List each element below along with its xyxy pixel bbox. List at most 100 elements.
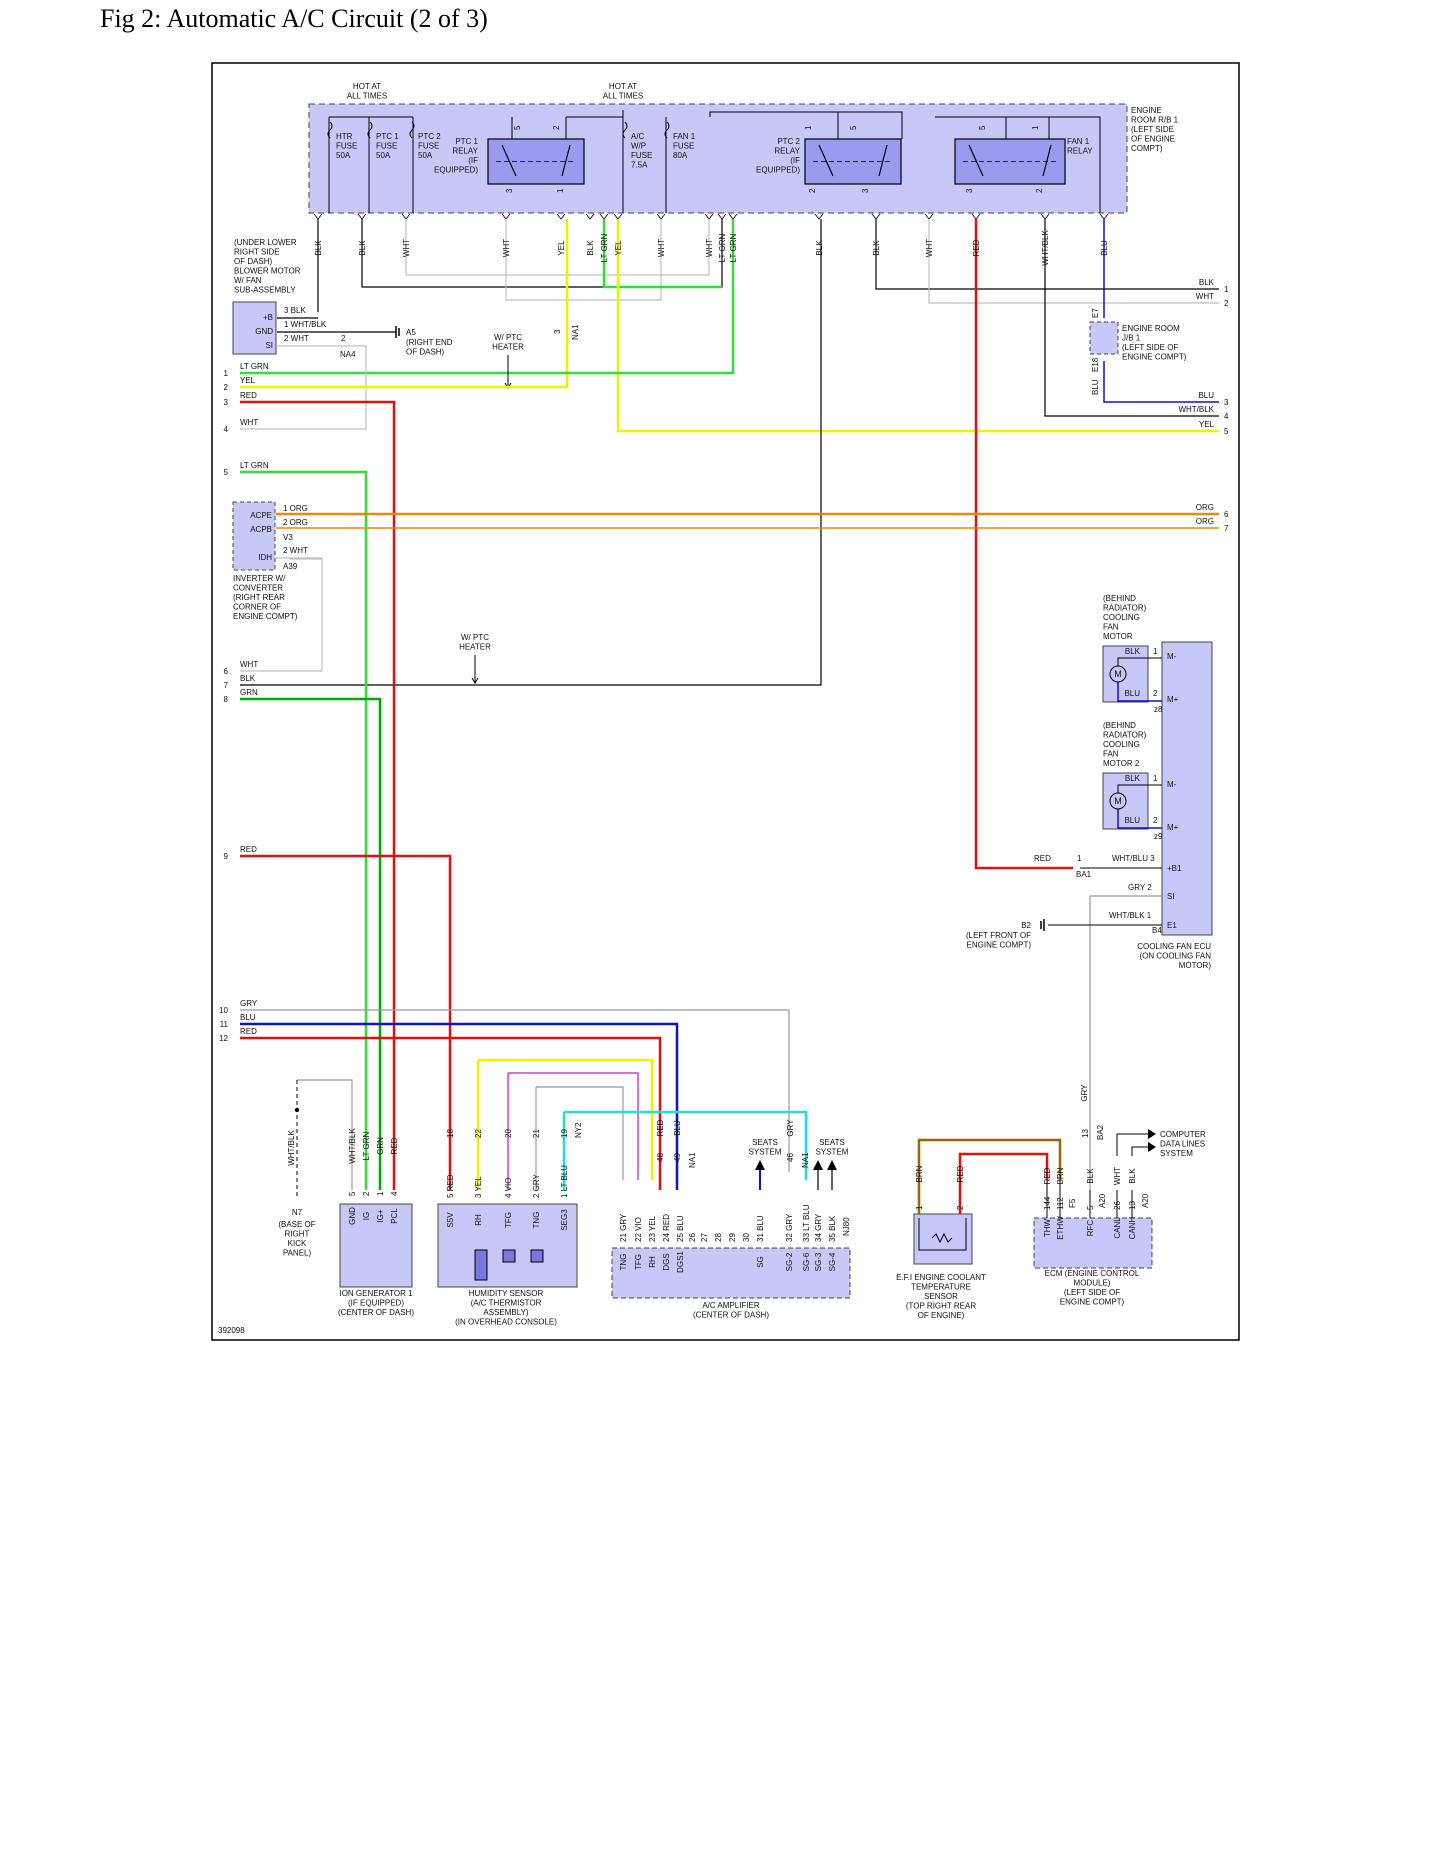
left-row-number: 5 xyxy=(224,468,229,477)
label: RED xyxy=(1034,854,1051,863)
wire-red xyxy=(958,1152,1049,1214)
label: W/ PTC xyxy=(461,633,489,642)
conn-ba2: BA2 xyxy=(1096,1124,1105,1140)
ecm-pin: RFC xyxy=(1086,1220,1095,1237)
label: 3 xyxy=(553,329,562,334)
thermistor xyxy=(530,1249,544,1263)
label: (LEFT SIDE xyxy=(1131,125,1174,134)
label: 48 xyxy=(656,1153,665,1162)
label: MOTOR 2 xyxy=(1103,759,1140,768)
label: z9 xyxy=(1154,832,1163,841)
jb-conn: E7 xyxy=(1091,308,1100,318)
label: COMPUTER xyxy=(1160,1130,1206,1139)
wire-grn xyxy=(240,697,382,1190)
label: BLOWER MOTOR xyxy=(234,267,301,276)
right-row-label: YEL xyxy=(1199,420,1215,429)
wire-yel xyxy=(476,1058,654,1190)
label: OF ENGINE) xyxy=(918,1311,965,1320)
label: 46 xyxy=(786,1153,795,1162)
label: z8 xyxy=(1154,705,1163,714)
label: 2 xyxy=(1153,689,1158,698)
conn-ba1: BA1 xyxy=(1076,870,1092,879)
left-row-number: 3 xyxy=(224,398,229,407)
ecu-pin: M- xyxy=(1167,780,1177,789)
connector-chevron xyxy=(401,213,411,220)
label: (IF EQUIPPED) xyxy=(348,1299,404,1308)
label: SEATS xyxy=(819,1138,845,1147)
label: 3 BLK xyxy=(284,306,306,315)
label: HTR xyxy=(336,132,353,141)
right-row-number: 5 xyxy=(1224,427,1229,436)
wire-label: YEL xyxy=(614,240,623,256)
amp-row: 29 xyxy=(728,1233,737,1242)
label: GRY xyxy=(1080,1084,1089,1102)
label: 49 xyxy=(673,1153,682,1162)
label: V3 xyxy=(283,533,293,542)
wire-blk xyxy=(1044,219,1219,417)
label: (CENTER OF DASH) xyxy=(338,1308,414,1317)
label: FAN xyxy=(1103,750,1119,759)
left-row-label: BLU xyxy=(240,1013,256,1022)
bus xyxy=(511,112,1101,213)
wire-wht xyxy=(240,558,323,672)
wire-red xyxy=(974,219,1073,870)
ecm-wire: RED xyxy=(1043,1167,1052,1184)
label: 1 xyxy=(1153,647,1158,656)
label: A20 xyxy=(1141,1193,1150,1208)
relay-pin: 2 xyxy=(808,188,817,193)
label: DATA LINES xyxy=(1160,1140,1205,1149)
label: RED xyxy=(656,1119,665,1136)
label: FAN 1 xyxy=(1067,137,1090,146)
connector-chevron xyxy=(501,213,511,220)
motor-m: M xyxy=(1114,796,1122,806)
engine-room-jb xyxy=(1089,321,1119,355)
label: ACPB xyxy=(250,525,272,534)
ecm-num: 5 xyxy=(1086,1205,1095,1210)
left-row-number: 2 xyxy=(224,383,229,392)
label: PTC 2 xyxy=(777,137,800,146)
fan-wire xyxy=(1117,657,1162,666)
label: BRN xyxy=(915,1165,924,1182)
label: ION GENERATOR 1 xyxy=(339,1289,413,1298)
label: W/P xyxy=(631,142,646,151)
right-row-label: ORG xyxy=(1196,503,1214,512)
relay-pin: 1 xyxy=(556,188,565,193)
label: RELAY xyxy=(774,147,800,156)
label: ENGINE COMPT) xyxy=(1060,1298,1125,1307)
connector-chevron xyxy=(313,213,323,220)
amp-row: 24 RED xyxy=(662,1214,671,1242)
connector-chevron xyxy=(728,213,738,220)
label: ACPE xyxy=(250,511,272,520)
ecm-pin: CANL xyxy=(1113,1217,1122,1239)
label: WHT/BLK 1 xyxy=(1109,911,1152,920)
left-row-label: WHT xyxy=(240,660,258,669)
hum-num: 3 YEL xyxy=(474,1176,483,1198)
label: COOLING xyxy=(1103,613,1140,622)
wire-wht xyxy=(405,219,710,276)
label: FUSE xyxy=(631,151,652,160)
fuse-symbol xyxy=(664,121,670,139)
label: A5 xyxy=(406,328,416,337)
label: 1 xyxy=(1077,854,1082,863)
hum-num: 2 GRY xyxy=(532,1173,541,1198)
thermistor xyxy=(502,1249,516,1263)
wire-label: LT GRN xyxy=(600,233,609,262)
label: (BASE OF xyxy=(278,1220,315,1229)
connector-chevron xyxy=(717,213,727,220)
amp-pin: TFG xyxy=(634,1254,643,1270)
label: F5 xyxy=(1068,1198,1077,1208)
label: (IF xyxy=(468,156,478,165)
label: 1 ORG xyxy=(283,504,308,513)
ion-pin: PCL xyxy=(390,1208,399,1224)
wire-label: WHT/BLK xyxy=(1041,230,1050,266)
hum-pin: RH xyxy=(474,1214,483,1226)
label: RED xyxy=(956,1165,965,1182)
left-row-number: 10 xyxy=(219,1006,228,1015)
amp-pin: TNG xyxy=(619,1254,628,1271)
label: RELAY xyxy=(452,147,478,156)
diagram-id: 392098 xyxy=(218,1326,245,1335)
label: 50A xyxy=(376,151,391,160)
amp-row: 31 BLU xyxy=(756,1215,765,1242)
wire-red xyxy=(240,1036,662,1190)
label: (LEFT SIDE OF xyxy=(1122,343,1178,352)
